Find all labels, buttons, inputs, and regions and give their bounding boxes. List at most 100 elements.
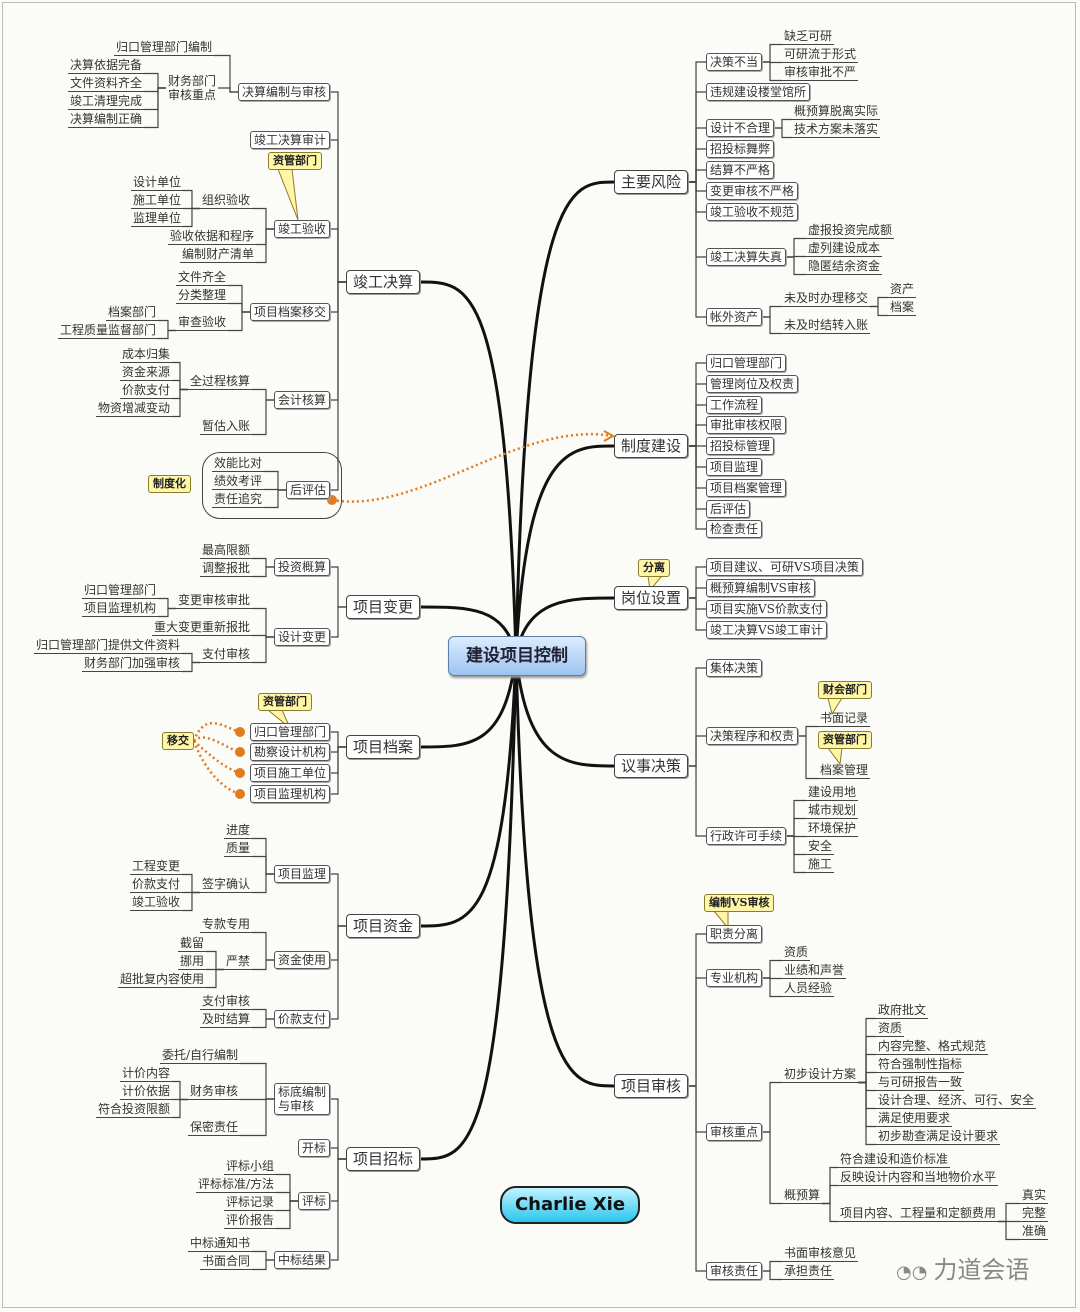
subtopic-label: 归口管理部门编制: [113, 40, 214, 56]
topic-node: 决策程序和权责: [706, 727, 799, 745]
dotted-link-line: [331, 433, 613, 503]
topic-node: 归口管理部门: [249, 723, 330, 741]
subtopic-label: 进度: [223, 823, 252, 839]
subtopic-label: 竣工清理完成: [67, 94, 144, 110]
subtopic-label: 施工: [806, 857, 835, 873]
subtopic-label: 符合强制性指标: [876, 1057, 965, 1073]
connector: [822, 1202, 838, 1223]
connector: [183, 207, 200, 228]
connector: [762, 61, 782, 82]
subtopic-label: 准确: [1020, 1224, 1049, 1240]
subtopic-label: 评标标准/方法: [195, 1177, 276, 1193]
subtopic-label: 初步设计方案: [782, 1067, 859, 1083]
subtopic-label: 虚报投资完成额: [806, 223, 895, 239]
connector: [762, 316, 782, 335]
subtopic-label: 审查验收: [175, 315, 228, 331]
connector: [252, 636, 274, 664]
connector: [228, 302, 250, 313]
connector: [688, 424, 706, 447]
connector: [762, 43, 782, 63]
main-branch-line: [419, 654, 518, 749]
subtopic-label: 档案管理: [818, 763, 871, 779]
main-branch-line: [514, 444, 615, 656]
topic-node: 开标: [297, 1139, 330, 1157]
connector: [228, 311, 250, 332]
topic-node: 竣工决算VS竣工审计: [706, 621, 827, 639]
subtopic-label: 监理单位: [130, 211, 183, 227]
subtopic-label: 人员经验: [782, 981, 835, 997]
connector: [330, 281, 346, 491]
connector: [858, 1081, 876, 1128]
connector: [762, 305, 782, 318]
dotted-link-line: [193, 736, 241, 754]
connector: [182, 873, 200, 894]
topic-node: 项目档案管理: [706, 479, 787, 497]
branch-node: 项目招标: [345, 1147, 420, 1171]
connector: [206, 968, 224, 989]
callout-pointer: [827, 747, 843, 766]
connector: [206, 950, 224, 971]
connector: [172, 379, 188, 391]
subtopic-label: 中标通知书: [187, 1236, 252, 1252]
subtopic-label: 档案: [888, 300, 917, 316]
topic-node: 审核责任: [706, 1262, 763, 1280]
subtopic-label: 资质: [782, 945, 811, 961]
connector: [688, 667, 706, 767]
subtopic-label: 施工单位: [130, 193, 183, 209]
connector: [798, 725, 818, 737]
branch-node: 项目资金: [345, 914, 420, 938]
subtopic-label: 内容完整、格式规范: [876, 1039, 989, 1055]
connector: [228, 284, 250, 313]
topic-node: 工作流程: [706, 396, 763, 414]
connector: [688, 169, 706, 183]
connector: [858, 1035, 876, 1084]
connector: [688, 91, 706, 183]
central-topic: 建设项目控制: [448, 636, 586, 676]
subtopic-label: 财务部门 审核重点: [167, 74, 216, 102]
subtopic-label: 截留: [177, 936, 206, 952]
arrow-icon: [603, 430, 616, 442]
connector: [183, 189, 200, 210]
connector: [330, 1158, 346, 1261]
connector: [252, 399, 274, 436]
callout-ckbm: 财会部门: [818, 681, 872, 699]
main-branch-line: [419, 654, 518, 928]
callout-zgbm3: 资管部门: [818, 731, 872, 749]
connector: [158, 597, 176, 610]
subtopic-label: 与可研报告一致: [876, 1075, 965, 1091]
subtopic-label: 资金来源: [119, 365, 172, 381]
subtopic-label: 调整报批: [199, 561, 252, 577]
main-branch-line: [514, 654, 615, 768]
connector: [688, 933, 706, 1087]
connector: [144, 87, 166, 129]
connector: [688, 977, 706, 1087]
connector: [144, 72, 166, 89]
subtopic-label: 项目监理机构: [81, 601, 158, 617]
topic-node: 管理岗位及权责: [706, 375, 799, 393]
main-branch-line: [419, 654, 518, 1161]
subtopic-label: 设计合理、经济、可行、安全: [876, 1093, 1037, 1109]
topic-node: 项目实施VS价款支付: [706, 600, 827, 618]
connector: [688, 597, 706, 631]
connector: [858, 1081, 876, 1110]
connector: [688, 148, 706, 183]
subtopic-label: 审核审批不严: [782, 65, 859, 81]
connector: [688, 181, 706, 258]
subtopic-label: 工程质量监督部门: [57, 323, 158, 339]
topic-node: 决算编制与审核: [237, 83, 330, 101]
topic-node: 设计不合理: [706, 119, 775, 137]
link-dot-icon: [235, 789, 245, 799]
topic-node: 资金使用: [273, 951, 330, 969]
connector: [330, 925, 346, 1020]
connector: [688, 445, 706, 530]
subtopic-label: 计价依据: [119, 1084, 172, 1100]
subtopic-label: 符合投资限额: [95, 1102, 172, 1118]
subtopic-label: 项目内容、工程量和定额费用: [838, 1206, 999, 1222]
connector: [218, 87, 238, 93]
topic-node: 会计核算: [273, 391, 330, 409]
connector: [688, 765, 706, 837]
topic-node: 中标结果: [273, 1251, 330, 1269]
connector: [240, 1098, 274, 1137]
subtopic-label: 资质: [876, 1021, 905, 1037]
subtopic-label: 效能比对: [211, 456, 264, 472]
